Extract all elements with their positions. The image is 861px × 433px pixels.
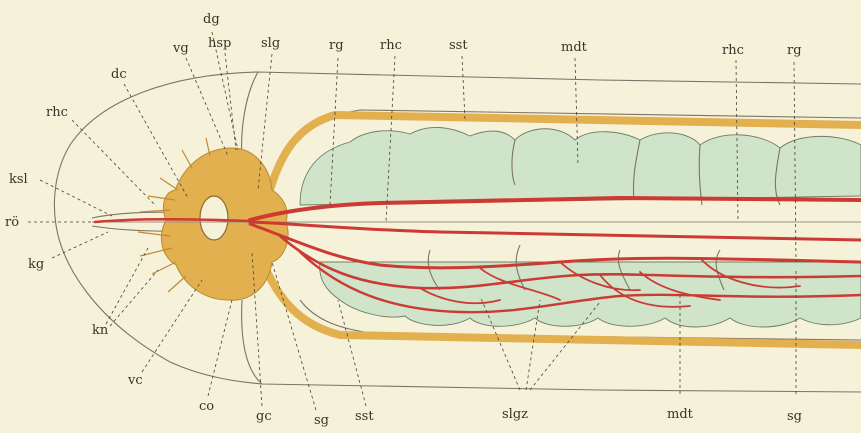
vessel-lateral-1	[250, 224, 861, 268]
label-mdt-top: mdt	[561, 40, 588, 55]
label-rg-top-2: rg	[787, 43, 802, 58]
label-dc: dc	[111, 67, 127, 82]
label-kg: kg	[28, 257, 44, 272]
label-rg-top-1: rg	[329, 38, 344, 53]
lower-gut-diverticula	[320, 262, 861, 327]
proboscis-pore	[200, 196, 228, 240]
vessel-main-mid	[250, 222, 861, 240]
label-co: co	[199, 399, 214, 414]
label-vc: vc	[127, 373, 143, 388]
label-slg: slg	[261, 36, 280, 51]
label-dg: dg	[203, 12, 220, 27]
label-ksl: ksl	[9, 172, 28, 187]
label-kn: kn	[92, 323, 109, 338]
label-rhc-left: rhc	[46, 105, 68, 120]
label-sst-bottom: sst	[355, 409, 374, 424]
label-gc: gc	[256, 409, 272, 424]
label-ro: rö	[5, 215, 19, 230]
label-mdt-bottom: mdt	[667, 407, 694, 422]
label-hsp: hsp	[208, 36, 231, 51]
label-sg-bottom-2: sg	[787, 409, 802, 424]
label-rhc-top-2: rhc	[722, 43, 744, 58]
label-slgz: slgz	[502, 407, 528, 422]
leader-lines	[28, 32, 796, 410]
label-vg: vg	[172, 41, 189, 56]
label-sst-top: sst	[449, 38, 468, 53]
label-rhc-top-1: rhc	[380, 38, 402, 53]
label-sg-bottom-1: sg	[314, 413, 329, 428]
